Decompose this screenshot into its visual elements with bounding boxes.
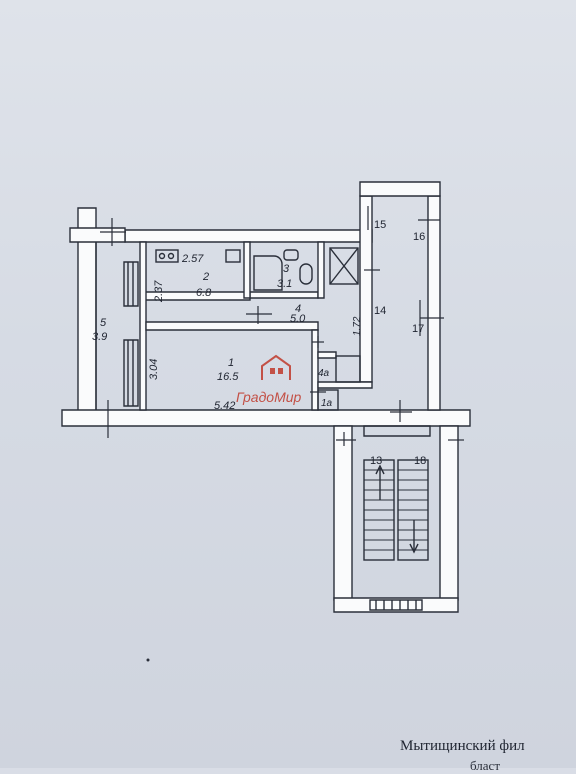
kitchen-sink — [225, 249, 241, 263]
dimension-label: 2.37 — [153, 280, 165, 303]
toilet — [299, 263, 313, 285]
stair-arrow-up — [375, 464, 385, 500]
dimension-label: 2.57 — [181, 253, 204, 265]
room-number: 2 — [202, 271, 209, 283]
window-left-top — [123, 261, 139, 307]
room-area: 3.9 — [92, 331, 107, 343]
closet-4a — [335, 355, 361, 383]
vent-shaft — [329, 247, 359, 285]
room-area: 3.1 — [277, 278, 292, 290]
room-area: 6.8 — [196, 287, 212, 299]
room-number: 5 — [100, 317, 107, 329]
wall-bath-bottom — [249, 291, 319, 299]
room-area: 16.5 — [217, 371, 239, 383]
room-number: 3 — [283, 263, 290, 275]
outer-wall-right-corridor — [427, 195, 441, 411]
dimension-label: 3.04 — [148, 359, 160, 380]
stair-arrow-down — [409, 520, 419, 554]
watermark-logo — [261, 354, 291, 380]
wall-corridor-top — [359, 181, 441, 197]
outer-wall-top — [124, 229, 373, 243]
corridor-label: 14 — [374, 305, 386, 317]
wall-bath-left — [243, 241, 251, 299]
corridor-label: 16 — [413, 231, 425, 243]
watermark-text: ГрадоМир — [236, 389, 302, 405]
dimension-label: 5.42 — [214, 400, 235, 412]
room-number: 4a — [318, 368, 330, 379]
wall-bath-right — [317, 241, 325, 299]
wall-kitchen-left — [139, 241, 147, 411]
wall-corridor-left — [359, 195, 373, 383]
stair-bottom-wall — [333, 597, 459, 613]
stair-steps — [364, 469, 428, 551]
dimension-label: 1.72 — [352, 316, 363, 336]
room-number: 4 — [295, 303, 301, 315]
stair-entrance — [369, 599, 423, 611]
closet-1a — [317, 389, 339, 411]
room-number: 1a — [321, 398, 333, 409]
sink-bath — [283, 249, 299, 261]
corridor-label: 17 — [412, 323, 424, 335]
stove — [155, 249, 179, 263]
outer-wall-left-top — [69, 227, 126, 243]
room-area: 5.0 — [290, 313, 306, 325]
footer-text: Мытищинский фил — [400, 738, 525, 754]
bathtub — [253, 255, 283, 291]
room-number: 1 — [228, 357, 234, 369]
window-left-bottom — [123, 339, 139, 407]
corridor-label: 15 — [374, 219, 386, 231]
corridor-label: 13 — [370, 455, 382, 467]
corridor-label: 18 — [414, 455, 426, 467]
stairwell-walls — [333, 425, 459, 601]
dust-mark — [146, 658, 150, 662]
dimension-ticks — [100, 206, 464, 446]
stair-landing — [363, 425, 431, 437]
footer-text-cut: бласт — [470, 758, 500, 773]
